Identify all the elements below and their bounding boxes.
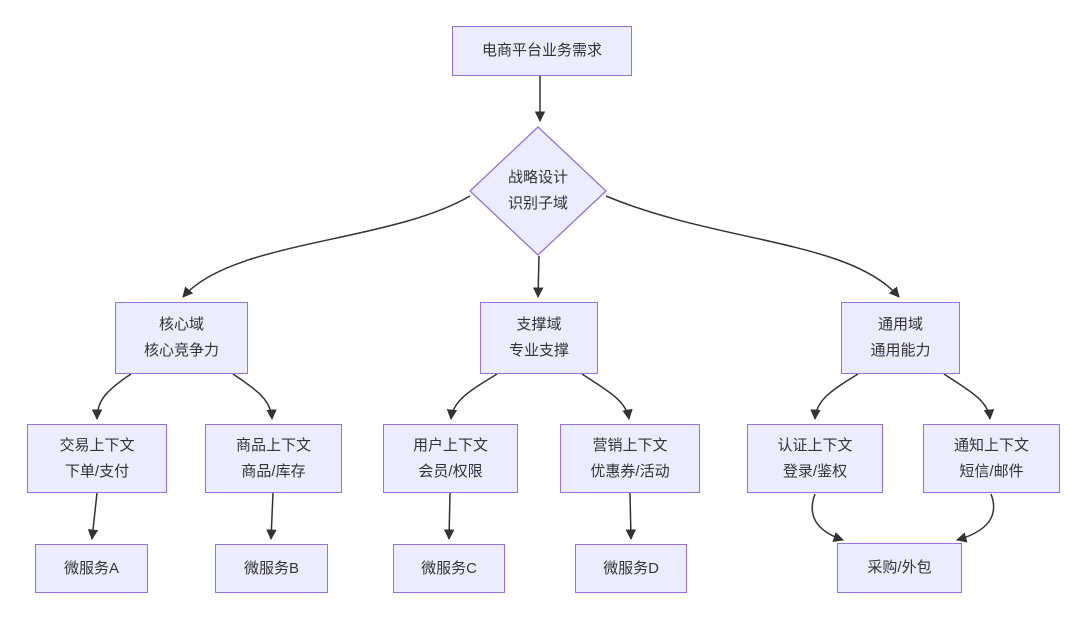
node-auth-context: 认证上下文 登录/鉴权: [747, 424, 883, 493]
edge-support-to-marketing-context: [581, 373, 633, 421]
node-microservice-c: 微服务C: [393, 544, 505, 593]
edge-notify-to-procurement: [955, 493, 995, 543]
edge-generic-to-notify-context: [943, 373, 995, 421]
edge-marketing-to-service-d: [625, 492, 637, 541]
node-support-domain: 支撑域 专业支撑: [480, 302, 598, 374]
node-strategy-design: 战略设计 识别子域: [507, 169, 568, 212]
edge-strategy-to-core-domain: [182, 195, 471, 298]
node-microservice-d: 微服务D: [575, 544, 687, 593]
edge-product-to-service-b: [266, 492, 277, 541]
edge-core-to-trade-context: [91, 373, 132, 421]
node-product-context: 商品上下文 商品/库存: [205, 424, 342, 493]
node-generic-domain: 通用域 通用能力: [841, 302, 960, 374]
edge-user-to-service-c: [443, 492, 455, 541]
node-procurement-outsourcing: 采购/外包: [837, 543, 962, 593]
edge-support-to-user-context: [446, 373, 498, 421]
edge-generic-to-auth-context: [810, 373, 859, 421]
edge-strategy-to-support-domain: [532, 255, 544, 299]
edge-auth-to-procurement: [811, 493, 844, 542]
node-core-domain: 核心域 核心竞争力: [115, 302, 248, 374]
node-microservice-a: 微服务A: [35, 544, 148, 593]
edge-core-to-product-context: [232, 373, 277, 421]
node-notify-context: 通知上下文 短信/邮件: [923, 424, 1060, 493]
edge-trade-to-service-a: [87, 492, 99, 541]
node-microservice-b: 微服务B: [215, 544, 328, 593]
node-trade-context: 交易上下文 下单/支付: [27, 424, 167, 493]
node-user-context: 用户上下文 会员/权限: [383, 424, 518, 493]
node-business-requirement: 电商平台业务需求: [452, 26, 632, 76]
node-marketing-context: 营销上下文 优惠券/活动: [560, 424, 700, 493]
strategy-diamond-shape: [469, 126, 607, 256]
edge-strategy-to-generic-domain: [605, 195, 900, 298]
